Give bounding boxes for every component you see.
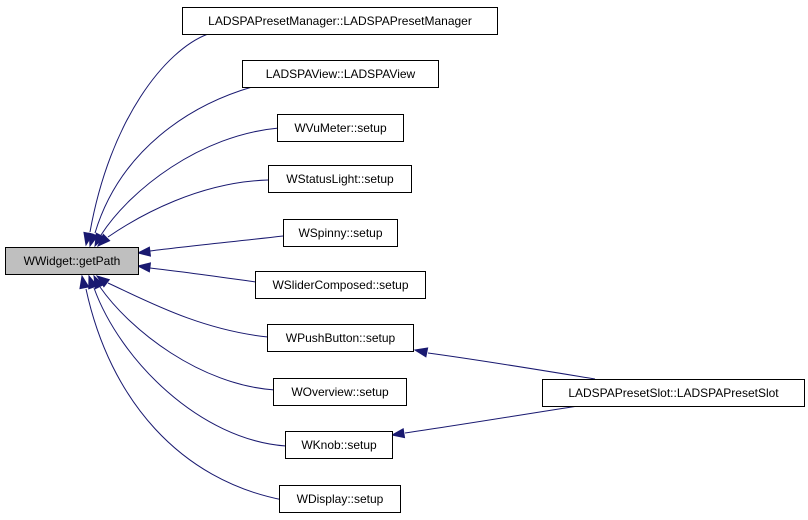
node-box[interactable]: [279, 485, 401, 513]
node-label: WSliderComposed::setup: [272, 278, 408, 292]
edge-line: [404, 405, 579, 434]
edge-line: [427, 352, 596, 380]
node-n2[interactable]: LADSPAView::LADSPAView: [242, 60, 439, 88]
node-label: WSpinny::setup: [298, 226, 382, 240]
node-label: WKnob::setup: [301, 438, 377, 452]
node-label: WPushButton::setup: [286, 331, 396, 345]
edge-n7-root: [95, 275, 269, 338]
node-box[interactable]: [283, 219, 398, 247]
node-label: WVuMeter::setup: [294, 121, 387, 135]
node-root[interactable]: WWidget::getPath: [5, 247, 139, 275]
node-box[interactable]: [273, 378, 407, 406]
node-label: WOverview::setup: [291, 385, 389, 399]
node-box[interactable]: [285, 431, 393, 459]
edge-n9-root: [88, 274, 287, 447]
edge-line: [99, 286, 276, 391]
node-n10[interactable]: WDisplay::setup: [279, 485, 401, 513]
node-n8[interactable]: WOverview::setup: [273, 378, 407, 406]
edge-line: [85, 288, 284, 501]
node-label: LADSPAPresetSlot::LADSPAPresetSlot: [568, 386, 779, 400]
node-box[interactable]: [268, 165, 412, 193]
node-n6[interactable]: WSliderComposed::setup: [255, 271, 426, 299]
edge-n11-n9: [390, 405, 579, 439]
node-n5[interactable]: WSpinny::setup: [283, 219, 398, 247]
edge-line: [149, 235, 284, 252]
edge-n11-n7: [413, 347, 596, 380]
node-n7[interactable]: WPushButton::setup: [267, 324, 414, 352]
node-box[interactable]: [182, 7, 498, 35]
node-label: WWidget::getPath: [24, 254, 121, 268]
node-n4[interactable]: WStatusLight::setup: [268, 165, 412, 193]
node-label: WStatusLight::setup: [286, 172, 394, 186]
edge-arrowhead: [413, 347, 429, 358]
edge-arrowhead: [96, 233, 111, 248]
edge-line: [149, 267, 257, 283]
edge-arrowhead: [136, 262, 152, 273]
node-box[interactable]: [5, 247, 139, 275]
node-n11[interactable]: LADSPAPresetSlot::LADSPAPresetSlot: [542, 379, 805, 407]
edge-line: [107, 179, 269, 238]
node-n3[interactable]: WVuMeter::setup: [277, 114, 404, 142]
edge-arrowhead: [88, 274, 99, 290]
edge-n4-root: [96, 179, 269, 248]
edge-n10-root: [79, 274, 284, 501]
node-box[interactable]: [277, 114, 404, 142]
edges-layer: [79, 33, 596, 501]
nodes-layer: WWidget::getPath LADSPAPresetManager::LAD…: [5, 7, 805, 513]
edge-line: [93, 287, 287, 447]
edge-n8-root: [93, 274, 276, 391]
edge-line: [94, 86, 253, 234]
node-box[interactable]: [255, 271, 426, 299]
edge-line: [107, 282, 269, 338]
node-box[interactable]: [267, 324, 414, 352]
edge-n2-root: [88, 86, 253, 248]
node-label: LADSPAPresetManager::LADSPAPresetManager: [208, 14, 472, 28]
edge-n3-root: [94, 127, 280, 248]
node-label: LADSPAView::LADSPAView: [266, 67, 416, 81]
edge-n5-root: [136, 235, 284, 257]
edge-arrowhead: [136, 246, 152, 257]
node-label: WDisplay::setup: [297, 492, 384, 506]
node-box[interactable]: [542, 379, 805, 407]
node-n1[interactable]: LADSPAPresetManager::LADSPAPresetManager: [182, 7, 498, 35]
edge-line: [89, 33, 209, 233]
edge-line: [100, 127, 280, 236]
edge-arrowhead: [390, 427, 406, 439]
edge-n6-root: [136, 262, 257, 283]
edge-n1-root: [83, 33, 209, 247]
node-n9[interactable]: WKnob::setup: [285, 431, 393, 459]
edge-arrowhead: [79, 274, 90, 290]
node-box[interactable]: [242, 60, 439, 88]
